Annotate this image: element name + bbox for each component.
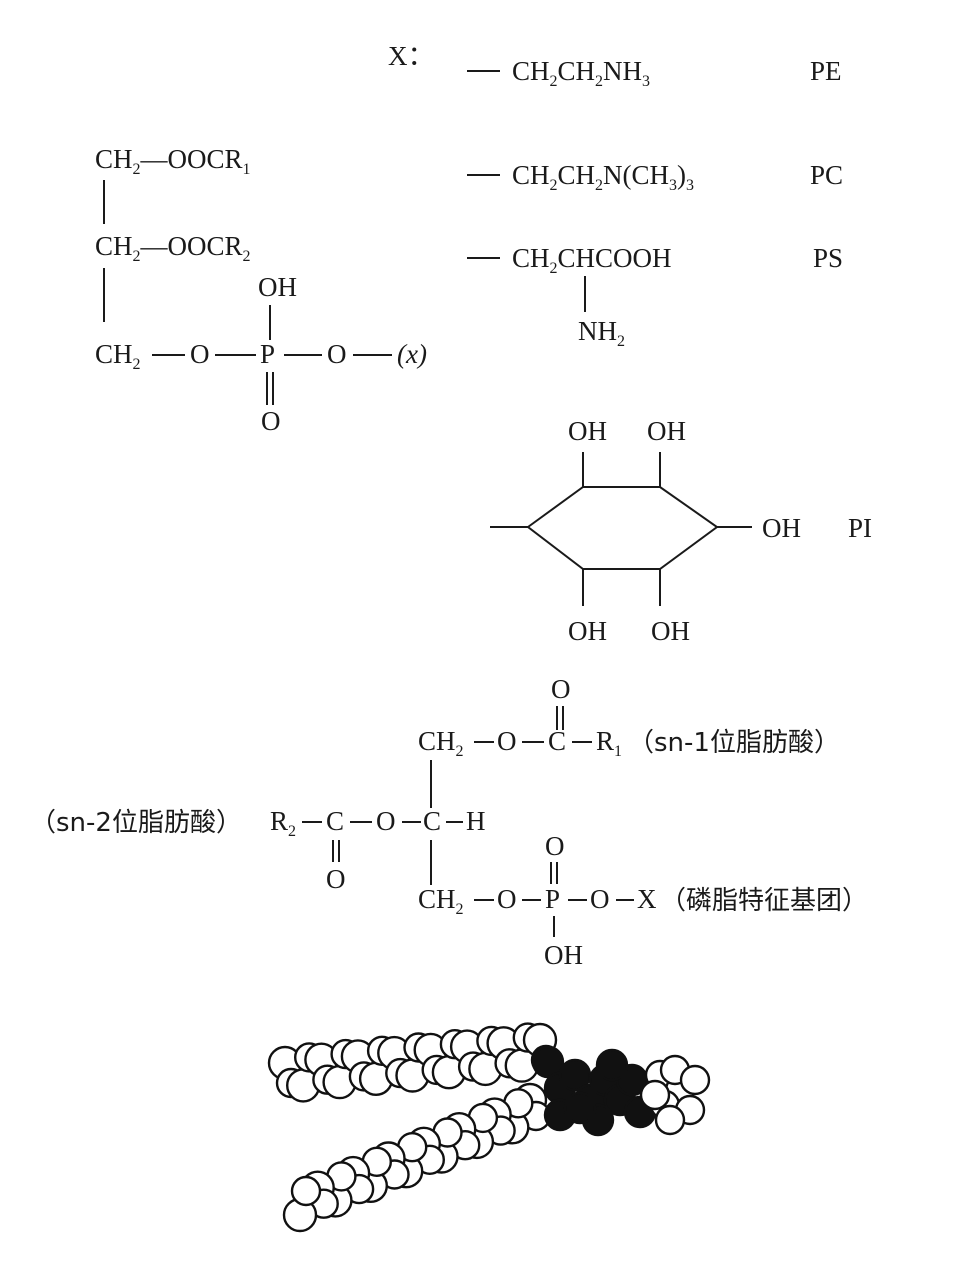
atom-dark [531, 1045, 565, 1079]
oh-label: OH [568, 616, 607, 646]
phospholipid-general-structure: O CH2 O C R1 （sn-1位脂肪酸） （sn-2位脂肪酸） R2 C … [30, 674, 868, 970]
sn1-note: （sn-1位脂肪酸） [628, 728, 840, 758]
sn2-c: C [326, 806, 344, 836]
glycerol-backbone: CH2—OOCR1 CH2—OOCR2 OH CH2 O P O (x) O [95, 144, 427, 436]
sn3-o-double: O [545, 831, 565, 861]
ps-abbr: PS [813, 243, 843, 273]
sn2-r: R2 [270, 806, 296, 840]
o-double: O [261, 406, 281, 436]
inositol-ring [526, 486, 719, 570]
pe-abbr: PE [810, 56, 842, 86]
sn3-o: O [497, 884, 517, 914]
pi-abbr: PI [848, 513, 872, 543]
ch2-mid: CH2—OOCR2 [95, 231, 251, 265]
head-group-ps: CH2CHCOOH NH2 PS [467, 243, 843, 350]
sn3-o2: O [590, 884, 610, 914]
sn2-c-center: C [423, 806, 441, 836]
pc-formula: CH2CH2N(CH3)3 [512, 160, 694, 194]
atom-dark [563, 1091, 597, 1125]
oh-on-p: OH [258, 272, 297, 302]
head-group-pc: CH2CH2N(CH3)3 PC [467, 160, 843, 194]
ch2-bot: CH2 [95, 339, 141, 373]
atom-light [639, 1079, 671, 1111]
o-left: O [190, 339, 210, 369]
sn2-o: O [376, 806, 396, 836]
sn1-c: C [548, 726, 566, 756]
sn1-o: O [497, 726, 517, 756]
ps-formula: CH2CHCOOH [512, 243, 672, 277]
x-label: X： [388, 41, 435, 71]
sn3-p: P [545, 884, 560, 914]
sn3-x: X [637, 884, 657, 914]
sn2-h: H [466, 806, 486, 836]
atom-light [290, 1175, 322, 1207]
sn1-r: R1 [596, 726, 622, 760]
space-filling-molecule [267, 1022, 711, 1233]
sn3-ch2: CH2 [418, 884, 464, 918]
phosphorus: P [260, 339, 275, 369]
head-group-pe: CH2CH2NH3 PE [467, 56, 842, 90]
sn3-note: （磷脂特征基团） [660, 886, 868, 916]
atom-light [654, 1104, 686, 1136]
ch2-top: CH2—OOCR1 [95, 144, 251, 178]
sn3-oh: OH [544, 940, 583, 970]
atom-light [679, 1064, 711, 1096]
ps-branch: NH2 [578, 316, 625, 350]
head-group-pi: OH OH OH OH OH PI [490, 416, 872, 646]
sn1-ch2: CH2 [418, 726, 464, 760]
o-right: O [327, 339, 347, 369]
sn2-o-double: O [326, 864, 346, 894]
pe-formula: CH2CH2NH3 [512, 56, 650, 90]
oh-label: OH [647, 416, 686, 446]
oh-label: OH [762, 513, 801, 543]
x-group: (x) [397, 339, 427, 369]
oh-label: OH [651, 616, 690, 646]
sn2-note: （sn-2位脂肪酸） [30, 808, 242, 838]
pc-abbr: PC [810, 160, 843, 190]
atom-dark [595, 1048, 629, 1082]
oh-label: OH [568, 416, 607, 446]
sn1-o-double: O [551, 674, 571, 704]
